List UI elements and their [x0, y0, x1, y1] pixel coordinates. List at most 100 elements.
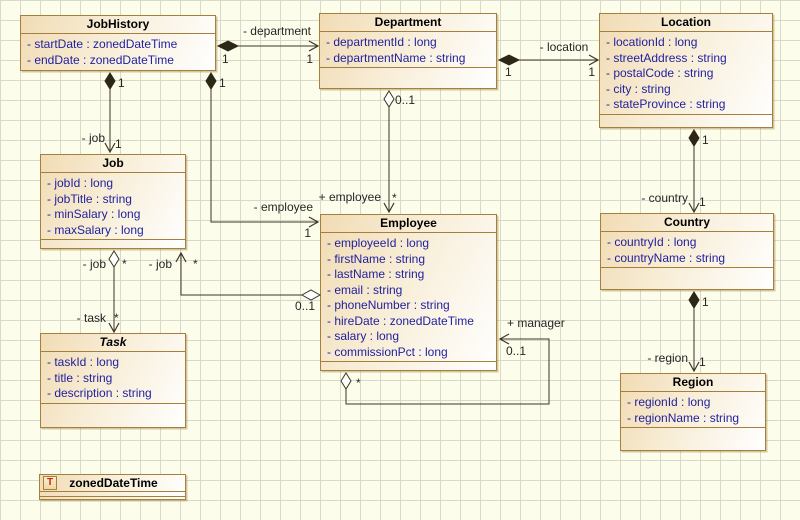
attribute-row: - phoneNumber : string [327, 298, 450, 312]
relation-job-task[interactable]: - job * - task * [77, 250, 127, 334]
attribute-row: - taskId : long [47, 355, 120, 369]
attribute-row: - jobTitle : string [47, 191, 132, 206]
multiplicity: 1 [118, 76, 125, 90]
composition-diamond-icon [497, 54, 521, 66]
class-title: Department [320, 14, 496, 32]
open-arrow-icon [104, 142, 116, 154]
class-location[interactable]: Location - locationId : long - streetAdd… [599, 13, 773, 128]
relation-employee-job[interactable]: 0..1 - job * [149, 251, 322, 313]
datatype-icon: T [43, 476, 57, 490]
composition-diamond-icon [216, 40, 240, 52]
multiplicity: 1 [115, 137, 122, 151]
open-arrow-icon [498, 333, 510, 345]
multiplicity: 0..1 [295, 299, 315, 313]
attribute-row: - employeeId : long [327, 236, 430, 250]
attribute-row: - hireDate : zonedDateTime [327, 313, 474, 328]
relation-jobhistory-job[interactable]: 1 - job 1 [82, 72, 125, 154]
relation-department-employee[interactable]: 0..1 + employee * [319, 90, 416, 214]
class-title: Region [621, 374, 765, 392]
role-label: - country [641, 191, 688, 205]
attribute-row: - salary : long [327, 329, 400, 343]
composition-diamond-icon [104, 72, 116, 90]
attribute-row: - commissionPct : long [327, 344, 448, 359]
operations-compartment [41, 402, 185, 428]
open-arrow-icon [308, 216, 320, 228]
datatype-compartment [40, 497, 185, 499]
relation-location-country[interactable]: 1 - country 1 [641, 129, 709, 214]
attribute-list: - regionId : long - regionName : string [621, 392, 765, 427]
multiplicity: 1 [702, 133, 709, 147]
attribute-row: - countryId : long [607, 235, 697, 249]
aggregation-diamond-icon [108, 250, 120, 268]
class-country[interactable]: Country - countryId : long - countryName… [600, 213, 774, 290]
class-title: Country [601, 214, 773, 232]
role-label: - department [243, 24, 312, 38]
multiplicity: 0..1 [506, 344, 526, 358]
role-label: + manager [507, 316, 565, 330]
operations-compartment [41, 239, 185, 248]
relation-jobhistory-department[interactable]: - department 1 1 [216, 24, 320, 66]
class-title: Job [41, 155, 185, 173]
role-label: + employee [319, 190, 382, 204]
attribute-row: - departmentId : long [326, 35, 437, 49]
attribute-row: - endDate : zonedDateTime [27, 52, 174, 67]
relation-department-location[interactable]: - location 1 1 [497, 40, 600, 79]
datatype-zoneddatetime[interactable]: T zonedDateTime [39, 474, 186, 500]
multiplicity: * [122, 257, 127, 271]
attribute-row: - firstName : string [327, 251, 426, 266]
multiplicity: * [392, 191, 397, 205]
multiplicity: 1 [699, 195, 706, 209]
multiplicity: 0..1 [395, 93, 415, 107]
multiplicity: 1 [222, 52, 229, 66]
operations-compartment [601, 267, 773, 289]
composition-diamond-icon [205, 72, 217, 90]
class-region[interactable]: Region - regionId : long - regionName : … [620, 373, 766, 451]
multiplicity: * [193, 257, 198, 271]
multiplicity: 1 [702, 295, 709, 309]
role-label: - job [83, 257, 107, 271]
attribute-row: - locationId : long [606, 35, 698, 49]
class-jobhistory[interactable]: JobHistory - startDate : zonedDateTime -… [20, 15, 216, 71]
open-arrow-icon [108, 322, 120, 334]
open-arrow-icon [308, 40, 320, 52]
attribute-row: - lastName : string [327, 267, 425, 281]
class-employee[interactable]: Employee - employeeId : long - firstName… [320, 214, 497, 371]
attribute-list: - employeeId : long - firstName : string… [321, 233, 496, 361]
open-arrow-icon [688, 361, 700, 373]
attribute-list: - startDate : zonedDateTime - endDate : … [21, 34, 215, 69]
class-title: Location [600, 14, 772, 32]
class-title: Employee [321, 215, 496, 233]
class-task[interactable]: Task - taskId : long - title : string - … [40, 333, 186, 428]
multiplicity: 1 [505, 65, 512, 79]
multiplicity: * [356, 376, 361, 390]
multiplicity: 1 [306, 52, 313, 66]
aggregation-diamond-icon [300, 289, 322, 301]
class-department[interactable]: Department - departmentId : long - depar… [319, 13, 497, 89]
relation-jobhistory-employee[interactable]: 1 - employee 1 [205, 72, 320, 240]
class-job[interactable]: Job - jobId : long - jobTitle : string -… [40, 154, 186, 249]
relation-country-region[interactable]: 1 - region 1 [647, 291, 709, 373]
attribute-row: - streetAddress : string [606, 50, 727, 65]
attribute-row: - regionId : long [627, 395, 711, 409]
attribute-row: - departmentName : string [326, 50, 466, 65]
attribute-row: - postalCode : string [606, 66, 714, 80]
attribute-row: - jobId : long [47, 176, 114, 190]
multiplicity: * [114, 311, 119, 325]
attribute-row: - email : string [327, 282, 403, 297]
open-arrow-icon [688, 202, 700, 214]
aggregation-diamond-icon [340, 372, 352, 390]
operations-compartment [321, 361, 496, 370]
multiplicity: 1 [219, 76, 226, 90]
attribute-list: - departmentId : long - departmentName :… [320, 32, 496, 67]
attribute-row: - regionName : string [627, 410, 740, 425]
multiplicity: 1 [588, 65, 595, 79]
role-label: - job [82, 131, 106, 145]
operations-compartment [621, 427, 765, 450]
attribute-row: - minSalary : long [47, 207, 141, 221]
open-arrow-icon [383, 202, 395, 214]
attribute-row: - countryName : string [607, 250, 726, 265]
class-title: Task [41, 334, 185, 352]
open-arrow-icon [175, 251, 187, 263]
operations-compartment [600, 113, 772, 128]
